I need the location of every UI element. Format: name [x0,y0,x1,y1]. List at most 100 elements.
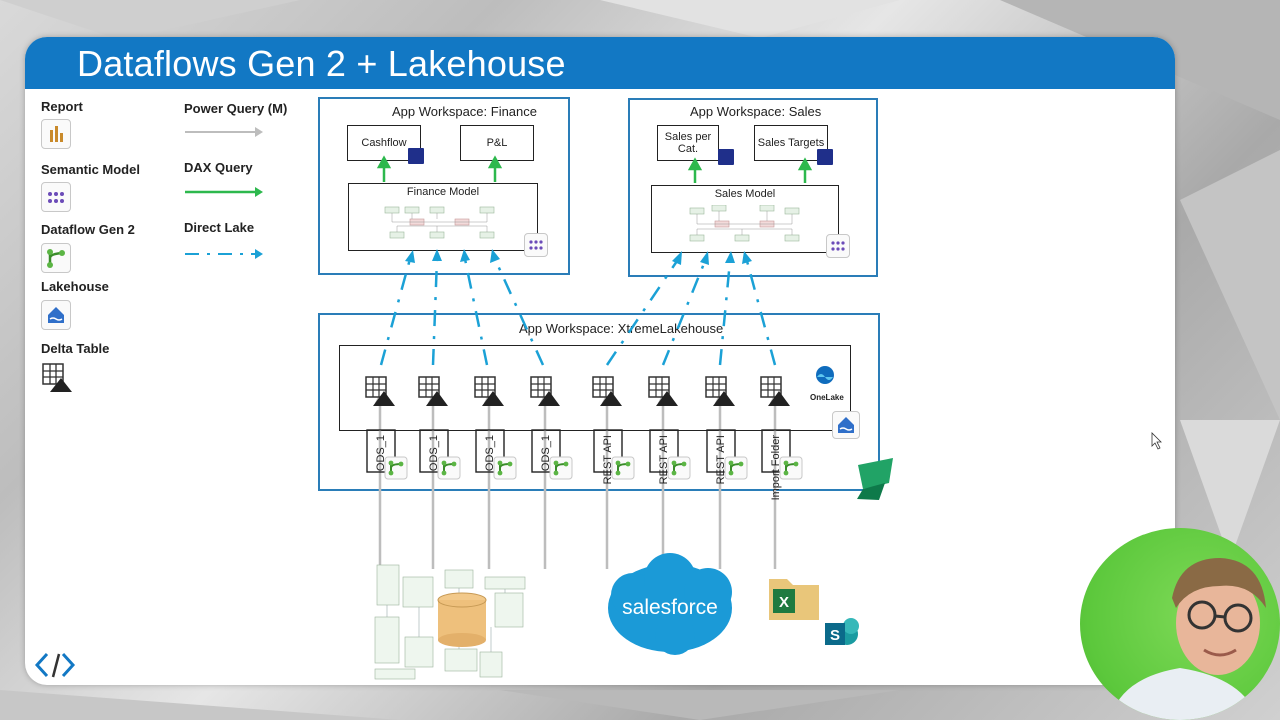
dataflow-icon-node [728,470,734,476]
sales-per-cat-label: Sales per Cat. [664,130,712,155]
lakehouse-icon [41,300,71,330]
delta-table-triangle [656,391,678,406]
presenter-webcam [1080,528,1280,720]
delta-table-triangle [768,391,790,406]
delta-table-grid [418,376,440,398]
delta-table-grid [760,376,782,398]
dataflow-icon-tile [611,456,635,480]
report-icon [41,119,71,149]
ingestion-path: ODS_1 [474,376,517,569]
dataflow-icon-node [728,460,734,466]
delta-table-grid [648,376,670,398]
direct-lake-arrowhead [405,250,415,263]
sales-model-diagram [689,205,800,242]
sales-per-cat-report[interactable]: Sales per Cat. [657,125,719,161]
finance-workspace-title: App Workspace: Finance [392,104,537,119]
source-label: ODS_1 [428,435,440,471]
dataflow-icon-node [441,460,447,466]
ingestion-path: ODS_1 [365,376,408,569]
finance-model[interactable]: Finance Model [348,183,538,251]
dataflow-icon-node [615,460,621,466]
dataflow-icon-node [388,460,394,466]
direct-lake-line [745,260,777,366]
dataflow-icon-node [563,461,569,467]
sales-semantic-model-icon [826,234,850,258]
sales-workspace-title: App Workspace: Sales [690,104,822,119]
ingestion-path: Import Folder [760,376,803,569]
dataflow-box [419,429,449,473]
dataflow-icon-node [497,470,503,476]
delta-table-grid [474,376,496,398]
svg-text:X: X [779,594,789,611]
delta-table-grid [592,376,614,398]
dataflow-icon-node [441,470,447,476]
dataflow-icon-node [783,470,789,476]
sales-model[interactable]: Sales Model [651,185,839,253]
source-label: REST API [658,435,670,484]
direct-lake-arrows [379,258,777,366]
dataflow-icon-node [497,460,503,466]
source-label: REST API [715,435,727,484]
dax-arrowhead [687,157,703,171]
direct-lake-arrowhead [432,249,442,261]
dataflow-box [531,429,561,473]
dax-arrowhead [376,155,392,169]
delta-table-triangle [600,391,622,406]
delta-table-triangle [373,391,395,406]
presenter-figure [1110,558,1266,720]
direct-lake-arrow [185,249,263,259]
dataflow-icon-node [451,461,457,467]
legend-dax-query-label: DAX Query [184,160,253,175]
direct-lake-arrowheads [405,249,752,265]
finance-semantic-model-icon [524,233,548,257]
dax-query-arrow [185,187,263,197]
finance-workspace: App Workspace: Finance Cashflow P&L Fina… [318,97,570,275]
ingestion-path: ODS_1 [530,376,573,569]
database-source [374,564,526,680]
dataflow-icon-node [553,470,559,476]
dataflow-icon-tile [549,456,573,480]
direct-lake-line [493,258,545,366]
sharepoint-icon: S [825,618,859,645]
legend-report-label: Report [41,99,83,114]
semantic-model-icon [41,182,71,212]
direct-lake-line [605,260,679,366]
cashflow-report-icon [408,148,424,164]
direct-lake-line [379,258,412,366]
fabric-logo [857,458,893,500]
ingestion-path: ODS_1 [418,376,461,569]
sales-targets-report[interactable]: Sales Targets [754,125,828,161]
dataflow-icon-node [738,461,744,467]
dataflow-icon-node [553,460,559,466]
sales-targets-report-icon [817,149,833,165]
direct-lake-line [661,260,707,366]
dataflow-icon-node [783,460,789,466]
dax-arrows [376,155,813,183]
direct-lake-arrowhead [672,251,682,265]
delta-table-icon [42,363,72,392]
legend-dataflow-label: Dataflow Gen 2 [41,222,135,237]
sales-targets-label: Sales Targets [757,136,825,149]
svg-text:S: S [830,627,840,644]
delta-table-triangle [426,391,448,406]
dax-arrowhead [797,157,813,171]
direct-lake-arrowhead [742,251,752,264]
mouse-cursor-icon [1151,432,1162,450]
dataflow-icon-node [398,461,404,467]
dataflow-box [475,429,505,473]
source-label: ODS_1 [375,435,387,471]
dataflow-box [706,429,736,473]
slide: Dataflows Gen 2 + Lakehouse Report Seman… [25,37,1175,685]
dataflow-box [593,429,623,473]
dataflow-icon-node [625,461,631,467]
dataflow-box [366,429,396,473]
delta-table-triangle [713,391,735,406]
salesforce-logo: salesforce [608,553,732,655]
direct-lake-arrowhead [460,249,470,262]
power-query-arrow [185,127,263,137]
dataflow-icon-node [507,461,513,467]
direct-lake-arrowhead [490,249,500,263]
dataflow-icon-node [671,470,677,476]
sales-per-cat-report-icon [718,149,734,165]
